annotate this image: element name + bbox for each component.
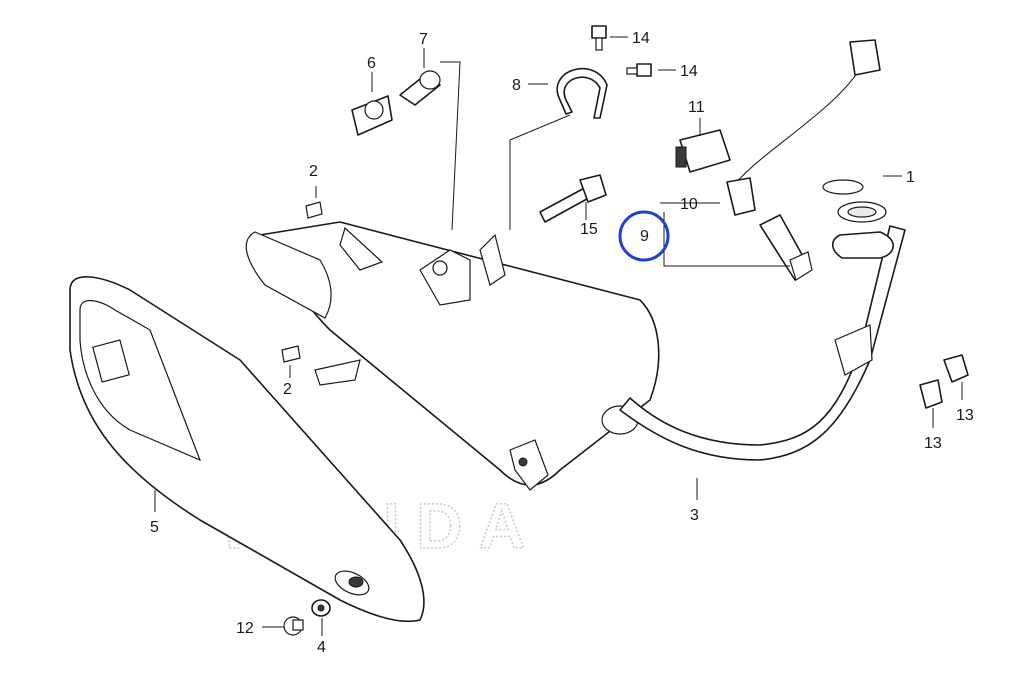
clip-top [305,201,323,219]
callout-13-left: 13 [924,435,942,452]
callout-5: 5 [150,519,159,536]
bolt-14-top [591,25,607,51]
heat-shield [69,276,425,623]
callout-14-side: 14 [680,63,698,80]
bolt-12 [283,616,304,636]
callout-7: 7 [419,31,428,48]
callout-3: 3 [690,507,699,524]
callout-10: 10 [680,196,698,213]
callout-6: 6 [367,55,376,72]
callout-4: 4 [317,639,326,656]
callout-8: 8 [512,77,521,94]
bolt-14-side [626,63,652,77]
nut [351,95,393,136]
muffler [245,221,660,491]
clip-bottom [281,345,301,363]
collar [399,70,441,106]
sensor-clamp [675,129,731,173]
gasket [822,179,887,223]
callout-labels: 1 2 2 3 4 5 6 7 8 9 10 11 12 13 13 14 14… [150,30,974,656]
callout-14-top: 14 [632,30,650,47]
callout-15: 15 [580,221,598,238]
callout-2-top: 2 [309,163,318,180]
callout-9: 9 [640,228,649,245]
oxygen-sensor [726,39,881,281]
nut-13-left [919,379,943,409]
leader-lines [154,36,963,636]
callout-1: 1 [906,169,915,186]
callout-12: 12 [236,620,254,637]
washer-4 [311,599,331,617]
nut-13-right [943,354,969,383]
callout-13-right: 13 [956,407,974,424]
callout-2-bottom: 2 [283,381,292,398]
band [556,67,608,119]
callout-11: 11 [688,99,705,116]
highlight-circle [618,210,670,262]
exhaust-pipe [619,225,906,461]
bolt [539,174,607,223]
